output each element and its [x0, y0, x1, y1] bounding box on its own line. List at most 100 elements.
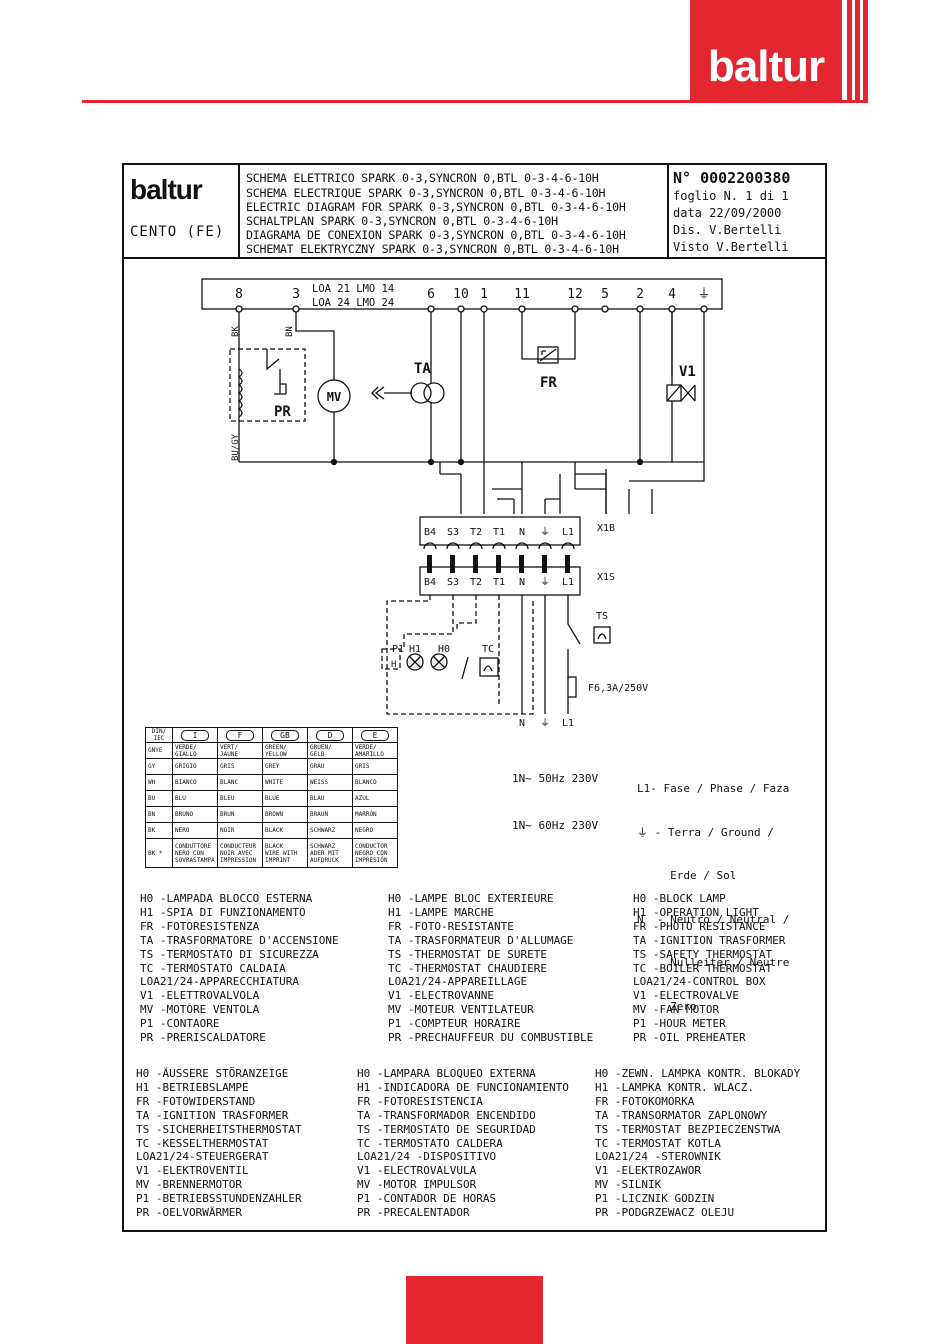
table-row: BK *CONDUTTORE NERO CON SOVRASTAMPA CONDU… — [145, 838, 398, 868]
wire-label-bk: BK — [231, 326, 241, 337]
page-tab — [406, 1276, 543, 1344]
boiler-thermostat — [479, 657, 499, 677]
supply-pin-ground: ⏚ — [540, 717, 550, 729]
table-cell: BLAU — [307, 790, 353, 807]
table-cell: VERDE/ AMARILLO — [352, 742, 398, 759]
terminal-label: 12 — [567, 287, 583, 302]
table-cell: BLEU — [217, 790, 263, 807]
wire-label-bn: BN — [285, 326, 295, 337]
legend-polish: H0 -ZEWN. LAMPKA KONTR. BLOKADY H1 -LAMP… — [595, 1067, 801, 1220]
checked-by: Visto V.Bertelli — [673, 240, 789, 254]
label-v1: V1 — [679, 364, 696, 380]
terminal-label: 2 — [636, 287, 644, 302]
table-row: DIN/ IEC I F GB D E — [145, 727, 398, 743]
x1s-pin: ⏚ — [540, 576, 550, 588]
table-cell: BRUN — [217, 806, 263, 823]
phase-legend-line: Erde / Sol — [637, 869, 737, 882]
legend-german: H0 -ÄUSSERE STÖRANZEIGE H1 -BETRIEBSLAMP… — [136, 1067, 302, 1220]
table-cell: DIN/ IEC — [145, 727, 173, 743]
sheet-number: foglio N. 1 di 1 — [673, 189, 789, 203]
table-cell: BIANCO — [172, 774, 218, 791]
table-cell: GREEN/ YELLOW — [262, 742, 308, 759]
title-de: SCHALTPLAN SPARK 0-3,SYNCRON 0,BTL 0-3-4… — [246, 214, 558, 228]
table-cell: GREY — [262, 758, 308, 775]
fuse-rating: F6,3A/250V — [588, 683, 648, 694]
connector-x1s — [419, 566, 581, 596]
x1b-pin: S3 — [447, 527, 459, 538]
drawing-date: data 22/09/2000 — [673, 206, 782, 220]
table-cell: MARRÓN — [352, 806, 398, 823]
terminal-label: 11 — [514, 287, 530, 302]
table-cell: GNYE — [145, 742, 173, 759]
x1b-pin: B4 — [424, 527, 436, 538]
drawing-number: N° 0002200380 — [673, 169, 791, 187]
table-cell: AZUL — [352, 790, 398, 807]
table-cell: BK — [145, 822, 173, 839]
preheater-box — [229, 348, 306, 422]
title-pl: SCHEMAT ELEKTRYCZNY SPARK 0-3,SYNCRON 0,… — [246, 242, 619, 256]
supply-pin-l1: L1 — [562, 718, 574, 729]
table-cell: NEGRO — [352, 822, 398, 839]
terminal-label: 8 — [235, 287, 243, 302]
valve-symbol — [666, 384, 682, 402]
x1b-pin: T2 — [470, 527, 482, 538]
connector-x1b — [419, 516, 581, 546]
table-cell: SCHWARZ ADER MIT AUFDRUCK — [307, 838, 353, 868]
drawing-frame — [122, 163, 827, 1232]
table-cell: BN — [145, 806, 173, 823]
flag-fr: F — [226, 729, 254, 741]
x1s-pin: T1 — [493, 577, 505, 588]
legend-french: H0 -LAMPE BLOC EXTERIEURE H1 -LAMPE MARC… — [388, 892, 594, 1045]
title-block — [122, 163, 827, 259]
label-h: H — [391, 660, 396, 670]
x1b-pin: ⏚ — [540, 526, 550, 538]
table-cell: WH — [145, 774, 173, 791]
drawing-meta: N° 0002200380 foglio N. 1 di 1 data 22/0… — [673, 168, 825, 256]
brand-box — [690, 0, 842, 102]
supply-spec: 1N~ 50Hz 230V 1N~ 60Hz 230V — [512, 740, 598, 849]
x1b-pin: N — [519, 527, 525, 538]
title-divider — [238, 163, 240, 259]
table-cell: CONDUCTOR NEGRO CON IMPRESIÓN — [352, 838, 398, 868]
drawn-by: Dis. V.Bertelli — [673, 223, 782, 237]
label-h0: H0 — [438, 644, 450, 655]
controller-model: LOA 21 LMO 14 — [312, 283, 394, 295]
phase-legend-line: N - Neutro / Neutral / — [637, 912, 790, 926]
table-cell: GRIS — [352, 758, 398, 775]
terminal-label: 6 — [427, 287, 435, 302]
title-en: ELECTRIC DIAGRAM FOR SPARK 0-3,SYNCRON 0… — [246, 200, 626, 214]
terminal-label: 4 — [668, 287, 676, 302]
table-cell: SCHWARZ — [307, 822, 353, 839]
table-cell: BLACK — [262, 822, 308, 839]
phase-legend-line: Zero — [637, 999, 697, 1013]
table-cell: BRAUN — [307, 806, 353, 823]
fuse-symbol — [567, 676, 577, 698]
table-cell: BK * — [145, 838, 173, 868]
title-es: DIAGRAMA DE CONEXION SPARK 0-3,SYNCRON 0… — [246, 228, 626, 242]
wire-label-bugy: BU/GY — [231, 433, 241, 461]
legend-english: H0 -BLOCK LAMP H1 -OPERATION LIGHT FR -P… — [633, 892, 786, 1045]
safety-thermostat — [593, 626, 611, 644]
table-cell: CONDUTTORE NERO CON SOVRASTAMPA — [172, 838, 218, 868]
table-cell: WHITE — [262, 774, 308, 791]
label-ts: TS — [596, 611, 608, 622]
lamp-h0 — [430, 653, 448, 671]
table-cell: BU — [145, 790, 173, 807]
table-cell: BLU — [172, 790, 218, 807]
label-p1: P1 — [392, 644, 404, 655]
terminal-label: 3 — [292, 287, 300, 302]
phase-legend-line: Nulleiter / Neutre — [637, 956, 790, 969]
x1s-pin: N — [519, 577, 525, 588]
title-it: SCHEMA ELETTRICO SPARK 0-3,SYNCRON 0,BTL… — [246, 171, 599, 185]
phase-legend-line: ⏚ - Terra / Ground / — [637, 825, 774, 839]
table-cell: NERO — [172, 822, 218, 839]
label-pr: PR — [274, 404, 291, 420]
flag-it: I — [181, 729, 209, 741]
title-divider — [667, 163, 669, 259]
title-fr: SCHEMA ELECTRIQUE SPARK 0-3,SYNCRON 0,BT… — [246, 186, 606, 200]
